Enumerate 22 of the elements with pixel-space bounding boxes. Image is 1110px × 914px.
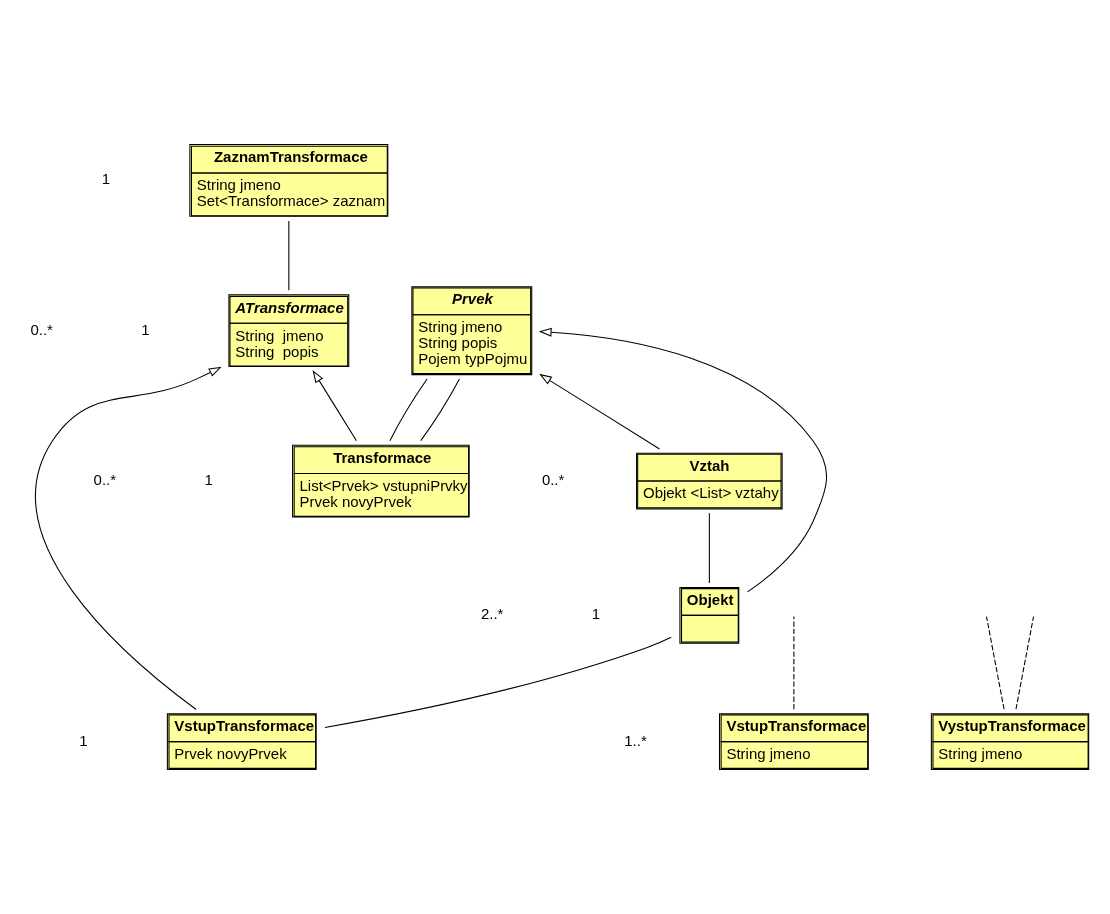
- connector: [324, 636, 672, 728]
- label: 0..*: [93, 471, 117, 489]
- connector: [389, 378, 428, 442]
- connector: [420, 378, 460, 442]
- connector: [1015, 616, 1035, 710]
- connector: [708, 512, 710, 584]
- connector: [793, 616, 795, 710]
- label: 1: [79, 731, 88, 749]
- label: 0..*: [541, 471, 565, 489]
- label: 1..*: [624, 731, 647, 749]
- label: 1: [204, 471, 213, 489]
- label: 1: [591, 605, 601, 623]
- connector: [985, 616, 1005, 710]
- arrow: [312, 369, 357, 442]
- arrow: [35, 366, 222, 710]
- label: 0..*: [30, 320, 53, 338]
- label: 2..*: [480, 605, 504, 623]
- label: 1: [141, 320, 150, 338]
- arrow: [539, 373, 661, 450]
- connector: [288, 220, 290, 291]
- arrow: [538, 327, 828, 593]
- label: 1: [101, 170, 111, 188]
